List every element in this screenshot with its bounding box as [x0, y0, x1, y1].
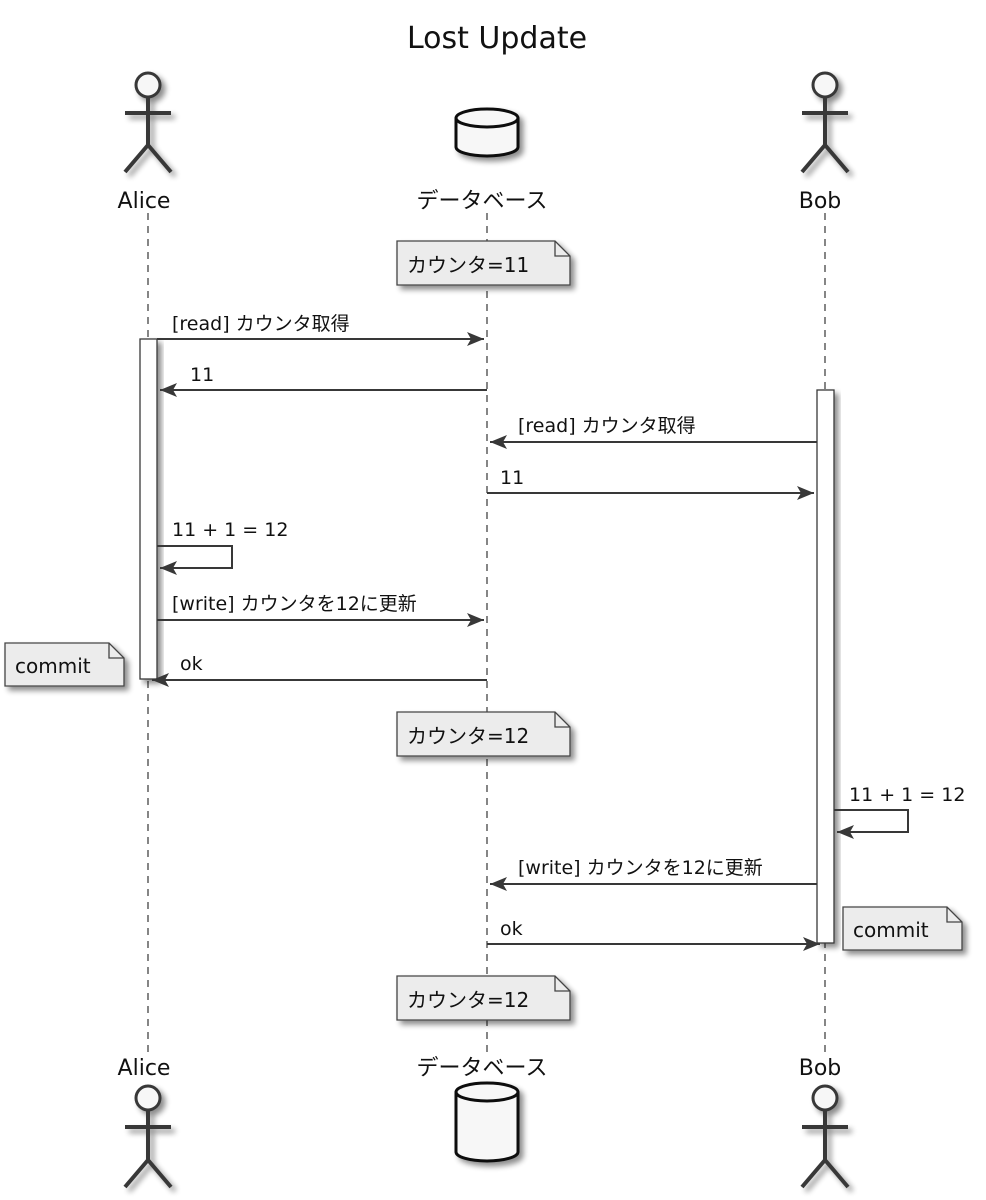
activation-bob [816, 389, 835, 944]
message-label: 11 + 1 = 12 [172, 519, 288, 541]
participant-label: Bob [799, 1056, 842, 1081]
message-label: ok [180, 653, 203, 675]
note-db-after-alice: カウンタ=12 [396, 711, 571, 757]
note-bob-commit: commit [842, 906, 963, 951]
note-db-initial: カウンタ=11 [396, 240, 571, 286]
participant-label: Alice [118, 1056, 171, 1081]
participant-label: データベース [417, 1056, 548, 1081]
message-bob-self: 11 + 1 = 12 [834, 784, 965, 839]
message-label: 11 [190, 364, 214, 386]
message-alice-write: [write] カウンタを12に更新 [157, 593, 484, 627]
participant-alice-bottom: Alice [118, 1056, 173, 1189]
actor-icon [123, 71, 173, 174]
message-alice-self: 11 + 1 = 12 [157, 519, 288, 575]
participant-bob-bottom: Bob [799, 1056, 850, 1189]
note-alice-commit: commit [4, 642, 125, 687]
message-bob-write: [write] カウンタを12に更新 [490, 857, 817, 891]
participant-label: データベース [417, 189, 548, 214]
participant-db-bottom: データベース [417, 1056, 548, 1163]
participant-alice-top: Alice [118, 71, 173, 214]
arrowhead-icon [152, 673, 169, 687]
participant-bob-top: Bob [799, 71, 850, 214]
arrowhead-icon [837, 825, 854, 839]
database-icon [454, 1081, 520, 1163]
activation-alice [139, 338, 158, 680]
note-text: カウンタ=11 [407, 253, 529, 277]
message-label: ok [500, 918, 523, 940]
participant-label: Alice [118, 189, 171, 214]
database-icon [454, 107, 520, 158]
note-db-final: カウンタ=12 [396, 975, 571, 1021]
message-db-ok-alice: ok [152, 653, 487, 687]
message-db-return-bob: 11 [487, 467, 814, 500]
participant-label: Bob [799, 189, 842, 214]
message-label: [read] カウンタ取得 [518, 415, 696, 437]
arrowhead-icon [467, 613, 484, 627]
participant-db-top: データベース [417, 107, 548, 214]
message-label: 11 + 1 = 12 [849, 784, 965, 806]
note-text: commit [15, 654, 91, 678]
message-db-ok-bob: ok [487, 918, 820, 951]
arrowhead-icon [490, 435, 507, 449]
message-bob-read: [read] カウンタ取得 [490, 415, 817, 449]
message-db-return-alice: 11 [160, 364, 487, 397]
actor-icon [123, 1084, 173, 1189]
actor-icon [800, 1084, 850, 1189]
note-text: カウンタ=12 [407, 724, 529, 748]
arrowhead-icon [490, 877, 507, 891]
arrowhead-icon [160, 561, 177, 575]
arrowhead-icon [467, 332, 484, 346]
arrowhead-icon [797, 486, 814, 500]
message-label: 11 [500, 467, 524, 489]
note-text: commit [853, 918, 929, 942]
actor-icon [800, 71, 850, 174]
message-alice-read: [read] カウンタ取得 [157, 313, 484, 346]
diagram-title: Lost Update [407, 21, 587, 56]
note-text: カウンタ=12 [407, 988, 529, 1012]
message-label: [read] カウンタ取得 [172, 313, 350, 335]
message-label: [write] カウンタを12に更新 [518, 857, 763, 879]
message-label: [write] カウンタを12に更新 [172, 593, 417, 615]
arrowhead-icon [803, 937, 820, 951]
arrowhead-icon [160, 383, 177, 397]
